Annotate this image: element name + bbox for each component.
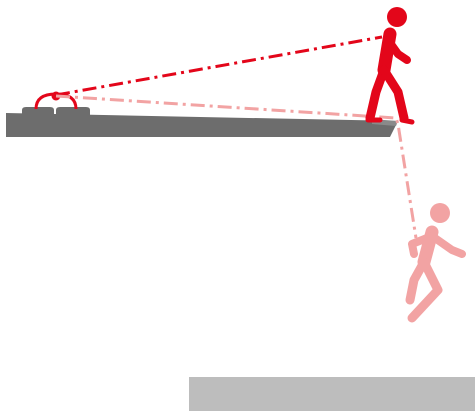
standing-worker-icon xyxy=(368,7,412,122)
lifeline-to-standing-worker xyxy=(56,37,382,95)
ground-level xyxy=(189,377,475,411)
roof-platform xyxy=(6,113,398,137)
falling-worker-icon xyxy=(410,203,462,318)
anchor-point-icon xyxy=(22,92,90,116)
